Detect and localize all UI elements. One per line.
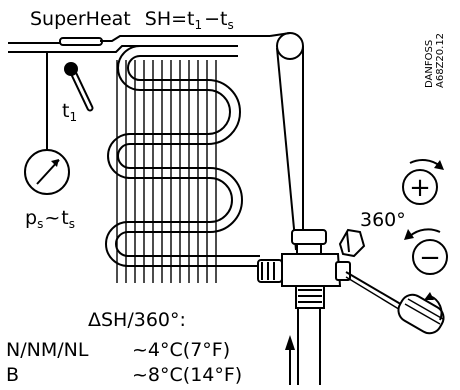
- clockwise-plus-icon: +: [402, 159, 444, 205]
- svg-text:DANFOSS: DANFOSS: [424, 40, 435, 88]
- sensor-tip-icon: [64, 62, 78, 76]
- expansion-valve: [257, 229, 351, 385]
- temperature-sensor: t1: [62, 62, 94, 124]
- suction-line: [8, 35, 270, 53]
- svg-text:A68Z20.12: A68Z20.12: [435, 33, 446, 88]
- brand-code: DANFOSS A68Z20.12: [424, 33, 446, 88]
- model-label: B: [6, 364, 19, 386]
- capillary-wheel: [276, 32, 304, 60]
- pressure-gauge: ps~ts: [24, 52, 75, 231]
- counterclockwise-minus-icon: −: [404, 228, 448, 275]
- adjustment-table: ΔSH/360°: N/NM/NL ~4°C(7°F) B ~8°C(14°F): [6, 309, 242, 386]
- inlet-nut: [257, 259, 283, 283]
- gauge-dial-icon: [24, 149, 70, 195]
- adjustment-header: ΔSH/360°:: [88, 309, 186, 331]
- sensor-label: t1: [62, 100, 77, 124]
- gauge-label: ps~ts: [25, 207, 75, 231]
- screwdriver-icon: [345, 271, 445, 335]
- superheat-title: SuperHeat SH=t1−ts: [30, 8, 234, 32]
- svg-text:−: −: [419, 243, 441, 273]
- flow-arrow-icon: [285, 335, 295, 385]
- adjustment-value: ~4°C(7°F): [132, 339, 230, 361]
- rotation-angle-label: 360°: [360, 209, 406, 231]
- adjustment-value: ~8°C(14°F): [132, 364, 242, 386]
- bulb-icon: [59, 37, 103, 46]
- evaporator-fins: [116, 60, 217, 283]
- model-label: N/NM/NL: [6, 339, 89, 361]
- rotation-indicator: 360° + −: [360, 159, 448, 275]
- cap-nut: [338, 228, 366, 258]
- svg-text:+: +: [409, 173, 431, 203]
- evaporator-coil: [105, 45, 260, 267]
